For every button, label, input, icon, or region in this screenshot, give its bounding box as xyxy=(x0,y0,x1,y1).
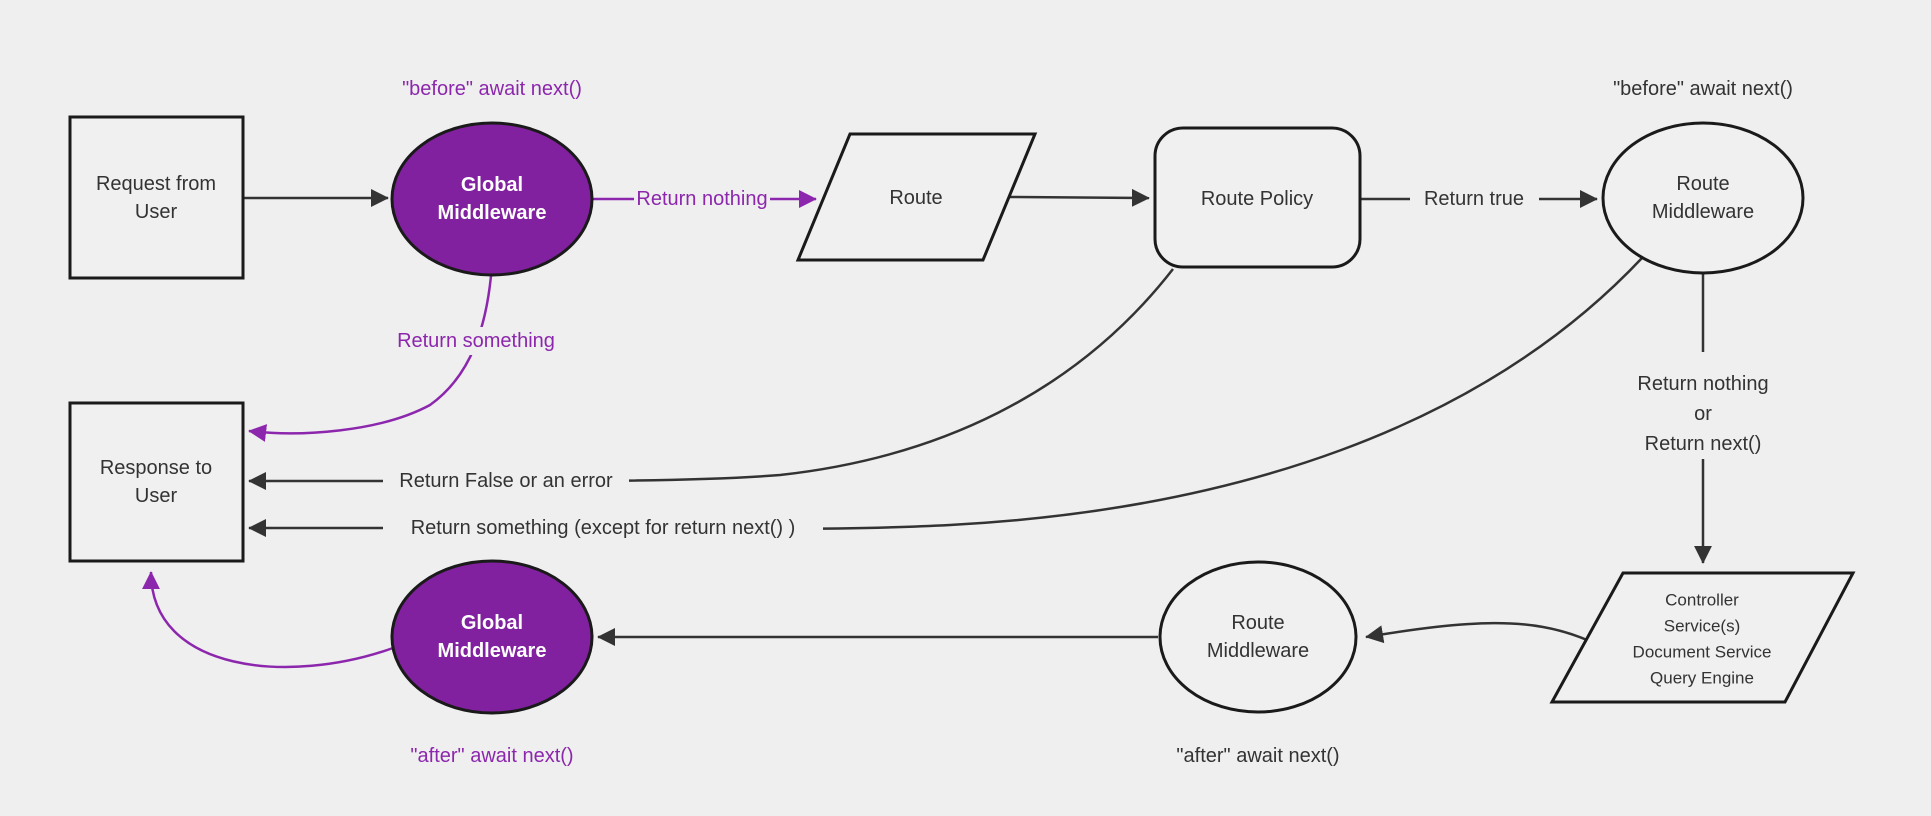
edge-label-bg xyxy=(383,467,629,495)
controller-parallelogram xyxy=(1549,571,1856,704)
node-global-middleware-top: Global Middleware xyxy=(390,121,594,277)
controller-label: Query Engine xyxy=(1650,669,1754,688)
route-middleware-ellipse xyxy=(1158,560,1358,714)
controller-label: Service(s) xyxy=(1664,617,1741,636)
route-middleware-label: Middleware xyxy=(1207,640,1309,662)
edge-global-middleware-to-response xyxy=(248,275,493,442)
edge-route-to-route-policy xyxy=(1008,188,1150,207)
edge-route-policy-to-response xyxy=(248,268,1174,490)
global-middleware-ellipse xyxy=(390,121,594,277)
response-box xyxy=(68,401,245,563)
edge-label-bg xyxy=(1627,369,1781,459)
edge-label-return-nothing-or-next: Return nothing xyxy=(1637,373,1768,395)
edge-label-return-false-or-error: Return False or an error xyxy=(399,470,613,492)
global-middleware-label: Global xyxy=(461,174,523,196)
controller-label: Controller xyxy=(1665,591,1739,610)
annotation-before-route: "before" await next() xyxy=(1613,78,1793,100)
edge-label-backgrounds xyxy=(383,327,1781,542)
route-policy-box xyxy=(1153,126,1362,269)
global-middleware-ellipse xyxy=(390,559,594,715)
node-request: Request from User xyxy=(68,115,245,280)
route-middleware-label: Route xyxy=(1676,173,1729,195)
edge-global-middleware-bottom-to-response xyxy=(142,571,394,669)
node-controller-services: Controller Service(s) Document Service Q… xyxy=(1549,571,1856,704)
request-box xyxy=(68,115,245,280)
annotation-after-route: "after" await next() xyxy=(1176,745,1339,767)
response-label: Response to xyxy=(100,457,212,479)
annotation-before-global: "before" await next() xyxy=(402,78,582,100)
route-middleware-label: Middleware xyxy=(1652,201,1754,223)
edge-label-bg xyxy=(383,327,569,355)
route-policy-label: Route Policy xyxy=(1201,188,1313,210)
node-global-middleware-bottom: Global Middleware xyxy=(390,559,594,715)
edge-controller-to-route-middleware-bottom xyxy=(1365,621,1588,644)
route-parallelogram xyxy=(795,132,1038,262)
route-label: Route xyxy=(889,187,942,209)
global-middleware-label: Middleware xyxy=(438,640,547,662)
edge-label-return-something-except: Return something (except for return next… xyxy=(411,517,796,539)
edge-label-return-nothing-or-next: Return next() xyxy=(1645,433,1762,455)
route-middleware-ellipse xyxy=(1601,121,1805,275)
route-middleware-label: Route xyxy=(1231,612,1284,634)
controller-label: Document Service xyxy=(1633,643,1772,662)
request-label: User xyxy=(135,201,178,223)
node-response: Response to User xyxy=(68,401,245,563)
edge-label-return-nothing-or-next: or xyxy=(1694,403,1712,425)
edge-label-bg xyxy=(383,514,823,542)
edge-label-return-something: Return something xyxy=(397,330,555,352)
node-route: Route xyxy=(795,132,1038,262)
global-middleware-label: Global xyxy=(461,612,523,634)
edge-labels: Return nothing Return true Return someth… xyxy=(397,188,1769,539)
global-middleware-label: Middleware xyxy=(438,202,547,224)
node-route-policy: Route Policy xyxy=(1153,126,1362,269)
annotation-after-global: "after" await next() xyxy=(410,745,573,767)
node-route-middleware-top: Route Middleware xyxy=(1601,121,1805,275)
request-label: Request from xyxy=(96,173,216,195)
edge-label-return-true: Return true xyxy=(1424,188,1524,210)
edges xyxy=(142,188,1712,669)
edge-label-return-nothing: Return nothing xyxy=(636,188,767,210)
response-label: User xyxy=(135,485,178,507)
node-route-middleware-bottom: Route Middleware xyxy=(1158,560,1358,714)
